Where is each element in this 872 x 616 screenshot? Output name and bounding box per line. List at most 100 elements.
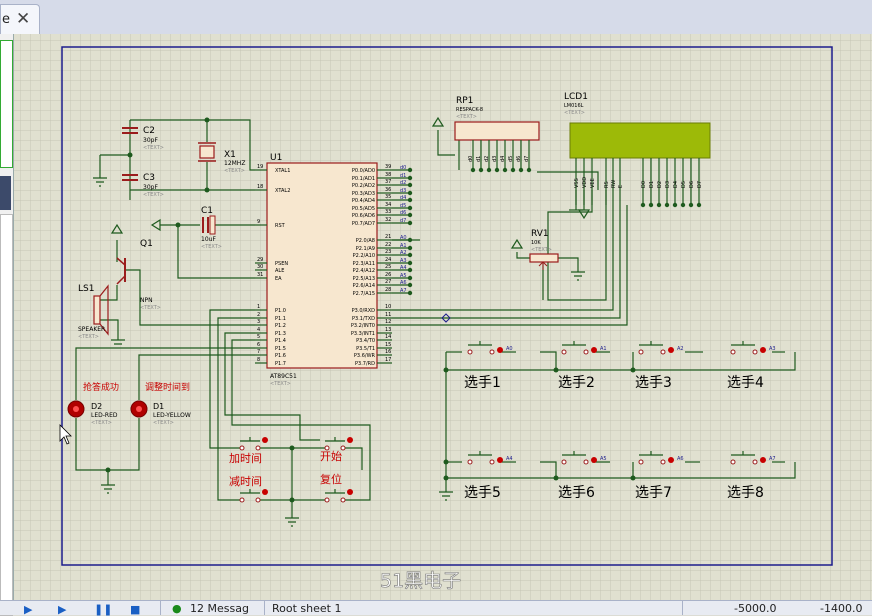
u1-right-pin-number: 16 xyxy=(385,349,391,355)
u1-left-pin-name: XTAL1 xyxy=(275,168,290,174)
player-net-label: A3 xyxy=(769,346,776,352)
pause-icon[interactable]: ❚❚ xyxy=(94,603,113,616)
q1-text: <TEXT> xyxy=(140,305,161,311)
player-button-contact xyxy=(489,349,495,355)
u1-net-terminal xyxy=(407,175,413,181)
u1-left-pin-name: P1.2 xyxy=(275,323,286,329)
player-net-label: A0 xyxy=(506,346,513,352)
u1-net-terminal xyxy=(407,252,413,258)
player-button-contact xyxy=(467,459,473,465)
u1-right-pin-name: P0.4/AD4 xyxy=(352,198,375,204)
u1-right-pin-name: P3.1/TXD xyxy=(352,316,375,322)
u1-right-pin-number: 25 xyxy=(385,264,391,270)
overview-window[interactable] xyxy=(0,40,13,168)
status-bar: ▶ ▶ ❚❚ ■ ● 12 Messag Root sheet 1 -5000.… xyxy=(0,600,872,616)
document-tab[interactable]: e ✕ xyxy=(0,4,40,35)
d2-label: 抢答成功 xyxy=(83,381,119,393)
lcd-pin-label: VSS xyxy=(574,178,580,188)
u1-right-pin-number: 32 xyxy=(385,217,391,223)
u1-left-pin-number: 4 xyxy=(257,327,260,333)
u1-net-terminal xyxy=(407,282,413,288)
u1-net-terminal xyxy=(407,220,413,226)
led-d2[interactable]: 抢答成功 D2 LED-RED <TEXT> xyxy=(67,381,119,426)
u1-right-pin-number: 12 xyxy=(385,319,391,325)
ls1-ref: LS1 xyxy=(78,284,94,294)
player-label: 选手8 xyxy=(727,485,764,501)
u1-net-terminal xyxy=(407,190,413,196)
play-icon[interactable]: ▶ xyxy=(24,603,33,616)
close-icon[interactable]: ✕ xyxy=(16,9,31,29)
mouse-cursor-icon xyxy=(59,424,72,445)
lcd-pin-terminal xyxy=(696,202,702,208)
button-start[interactable]: 开始 xyxy=(320,437,353,463)
player-button-contact xyxy=(730,459,736,465)
u1-net-terminal xyxy=(407,205,413,211)
mcu-u1[interactable]: U1 AT89C51 <TEXT> 19XTAL118XTAL29RST29PS… xyxy=(255,153,413,387)
u1-left-pin-number: 1 xyxy=(257,304,260,310)
crystal-x1[interactable]: X1 12MHZ <TEXT> xyxy=(198,142,245,174)
lcd-pin-label: D1 xyxy=(649,181,655,188)
player-button-contact xyxy=(489,459,495,465)
c3-ref: C3 xyxy=(143,173,155,183)
u1-left-pin-number: 2 xyxy=(257,312,260,318)
u1-right-pin-number: 33 xyxy=(385,209,391,215)
player-button-contact xyxy=(583,349,589,355)
capacitor-c1[interactable]: C1 10uF <TEXT> xyxy=(201,206,222,250)
transistor-q1[interactable]: Q1 NPN <TEXT> xyxy=(116,239,161,311)
document-tab-bar: e ✕ xyxy=(0,0,872,35)
rp1-pin-label: d7 xyxy=(524,156,530,162)
player-button-indicator xyxy=(760,347,766,353)
u1-left-pin-name: P1.7 xyxy=(275,361,286,367)
u1-text: <TEXT> xyxy=(270,381,291,387)
potentiometer-rv1[interactable]: RV1 10K <TEXT> xyxy=(529,229,559,270)
schematic-canvas[interactable]: C2 30pF <TEXT> C3 30pF <TEXT> X1 12MHZ <… xyxy=(14,34,872,600)
capacitor-c3[interactable]: C3 30pF <TEXT> xyxy=(122,173,164,198)
u1-left-pin-number: 29 xyxy=(257,257,263,263)
step-icon[interactable]: ▶ xyxy=(58,603,67,616)
u1-left-pin-number: 5 xyxy=(257,334,260,340)
lcd-pin-terminal xyxy=(640,202,646,208)
u1-right-pin-number: 34 xyxy=(385,202,391,208)
button-add-time[interactable]: 加时间 xyxy=(229,437,268,465)
player-label: 选手7 xyxy=(635,485,672,501)
rp1-pin-label: d2 xyxy=(484,156,490,162)
bus-marker xyxy=(441,313,451,323)
u1-net-label: d6 xyxy=(400,210,406,216)
u1-right-pin-name: P0.3/AD3 xyxy=(352,191,375,197)
u1-right-pin-number: 38 xyxy=(385,172,391,178)
u1-right-pin-number: 28 xyxy=(385,287,391,293)
player-button-contact xyxy=(638,459,644,465)
u1-part: AT89C51 xyxy=(270,373,297,380)
u1-right-pin-number: 22 xyxy=(385,242,391,248)
u1-right-pin-number: 21 xyxy=(385,234,391,240)
led-d1[interactable]: 调整时间到 D1 LED-YELLOW <TEXT> xyxy=(130,381,191,426)
rp1-pin-label: d0 xyxy=(468,156,474,162)
button-reset[interactable]: 复位 xyxy=(320,472,353,503)
d2-value: LED-RED xyxy=(91,412,118,419)
device-list[interactable] xyxy=(0,214,13,616)
u1-net-label: d1 xyxy=(400,173,406,179)
rp1-pin-label: d5 xyxy=(508,156,514,162)
u1-net-label: A5 xyxy=(400,273,407,279)
u1-right-pin-name: P3.0/RXD xyxy=(352,308,376,314)
messages-count[interactable]: 12 Messag xyxy=(190,602,249,615)
capacitor-c2[interactable]: C2 30pF <TEXT> xyxy=(122,126,164,151)
u1-net-label: d7 xyxy=(400,218,406,224)
player-label: 选手6 xyxy=(558,485,595,501)
u1-right-pin-number: 17 xyxy=(385,357,391,363)
speaker-ls1[interactable]: LS1 SPEAKER <TEXT> xyxy=(78,284,109,340)
rp1-pin-label: d1 xyxy=(476,156,482,162)
button-sub-time[interactable]: 减时间 xyxy=(229,475,268,503)
u1-right-pin-name: P0.0/AD0 xyxy=(352,168,375,174)
stop-icon[interactable]: ■ xyxy=(130,603,141,616)
